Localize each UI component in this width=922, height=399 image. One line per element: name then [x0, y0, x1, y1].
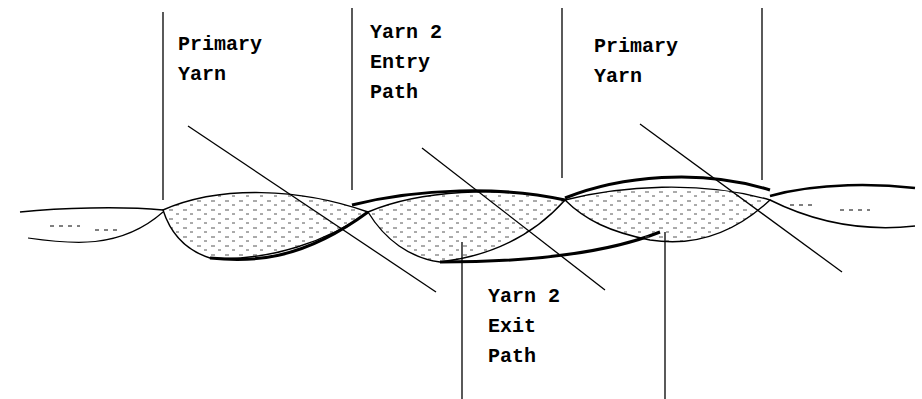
yarn-label: Primary Yarn	[594, 32, 694, 92]
yarn-label: Primary Yarn	[178, 30, 278, 90]
path-label: Yarn 2 Entry Path	[370, 18, 454, 108]
rope-strands	[20, 177, 915, 262]
path-label: Yarn 2 Exit Path	[488, 282, 572, 372]
yarn-path-lines	[188, 124, 842, 292]
